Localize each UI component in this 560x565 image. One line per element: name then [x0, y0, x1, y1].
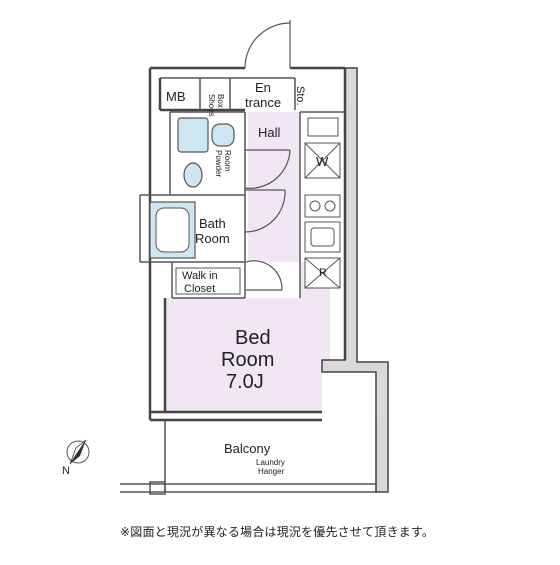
closet-shelf — [175, 267, 241, 295]
walk-in-closet-label-1: Walk in — [182, 270, 218, 282]
bath-room-label-2: Room — [195, 231, 230, 246]
footer-note: ※図面と現況が異なる場合は現況を優先させて頂きます。 — [120, 525, 435, 539]
interior-walls — [139, 77, 345, 299]
powder-room-label-1: Powder — [214, 150, 223, 177]
refrigerator-space — [304, 257, 341, 289]
washer-label: W — [316, 154, 329, 169]
powder-room-label-2: Room — [223, 150, 232, 172]
walk-in-closet-label-2: Closet — [184, 283, 215, 295]
washer-space — [304, 142, 341, 179]
bedroom-label-1: Bed — [235, 327, 271, 349]
bedroom-size-label: 7.0J — [226, 371, 264, 393]
entrance-door — [244, 20, 291, 70]
bathtub — [149, 201, 196, 259]
stove — [304, 194, 341, 218]
hall-door-arc — [244, 149, 291, 291]
hall-area — [248, 112, 300, 262]
kitchen-sink — [304, 221, 341, 253]
laundry-hanger-label-2: Hanger — [258, 467, 285, 476]
storage-label: Sto. — [294, 86, 306, 106]
balcony-outline — [120, 420, 377, 495]
entrance-label-1: En — [255, 80, 271, 95]
storage-box — [307, 117, 339, 137]
hall-label: Hall — [258, 125, 281, 140]
compass-icon: N — [62, 439, 90, 477]
mb-label: MB — [166, 89, 186, 104]
bedroom-area — [165, 262, 330, 412]
shoes-box-label-2: Box — [216, 94, 225, 108]
bath-room-label-1: Bath — [199, 216, 226, 231]
bedroom-label-2: Room — [221, 349, 274, 371]
balcony-label: Balcony — [224, 441, 271, 456]
laundry-hanger-label-1: Laundry — [256, 458, 285, 467]
powder-room-fixtures — [177, 117, 235, 188]
shoes-box-label-1: Shoes — [207, 94, 216, 117]
refrigerator-label: R — [319, 267, 327, 279]
compass-north-label: N — [62, 465, 70, 477]
entrance-label-2: trance — [245, 95, 281, 110]
